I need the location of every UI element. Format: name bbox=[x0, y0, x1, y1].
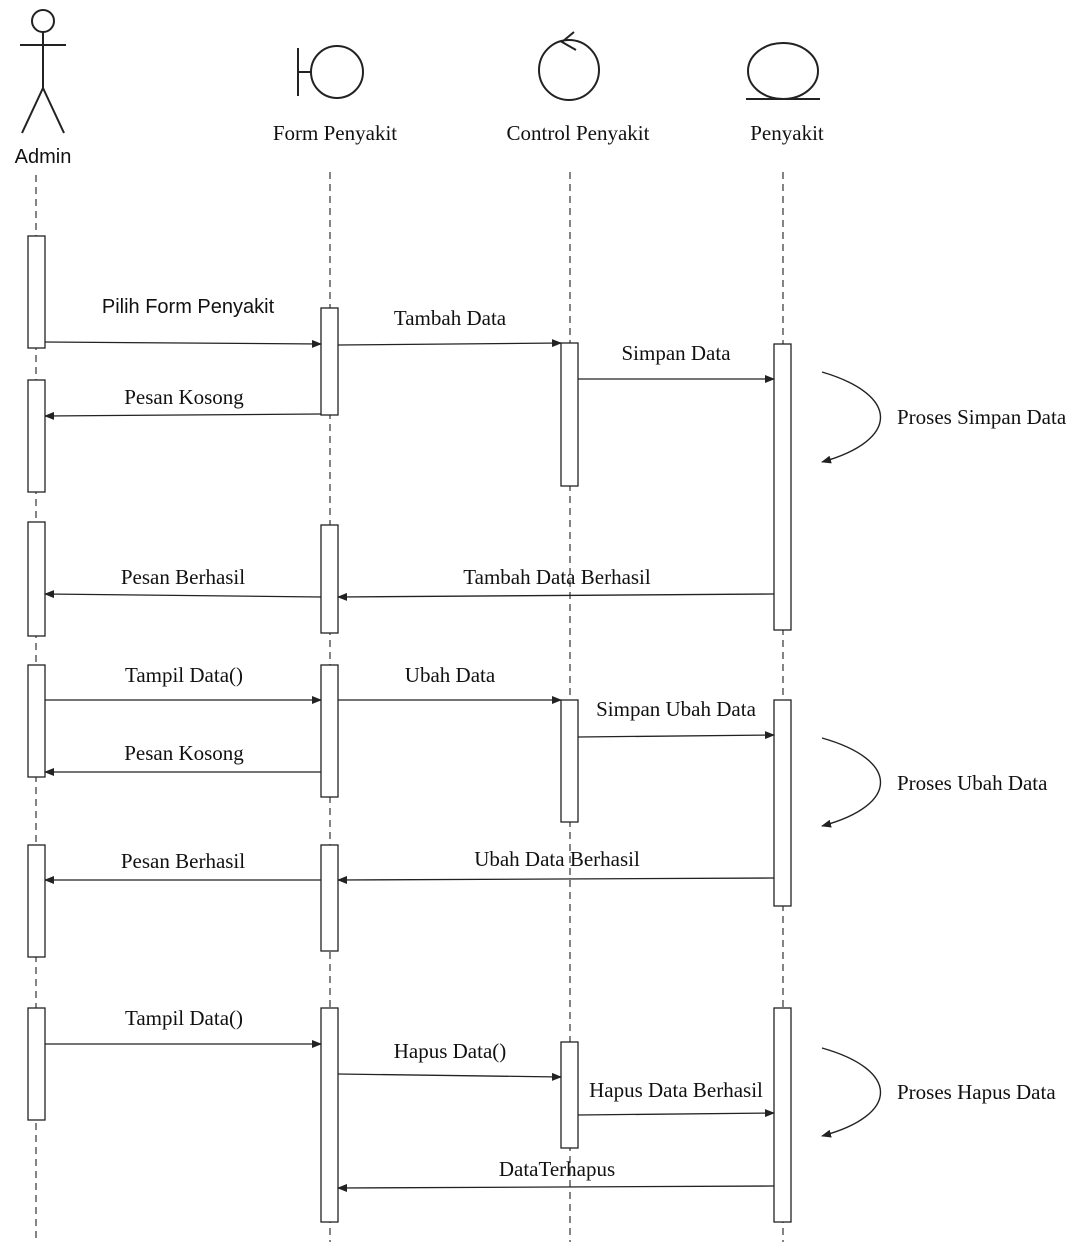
message-arrow bbox=[337, 1183, 775, 1192]
self-process-label: Proses Hapus Data bbox=[897, 1080, 1056, 1104]
activation-bar bbox=[773, 1007, 792, 1223]
control-icon bbox=[538, 31, 600, 101]
activation-bar bbox=[320, 524, 339, 634]
message-arrow bbox=[337, 875, 775, 884]
message-label: Hapus Data Berhasil bbox=[589, 1078, 763, 1102]
message-arrow bbox=[577, 731, 775, 740]
activation-bar bbox=[27, 664, 46, 778]
entity-icon bbox=[746, 42, 820, 100]
participant-label-control: Control Penyakit bbox=[507, 121, 650, 145]
self-process-arc bbox=[821, 737, 881, 828]
message-label: Pilih Form Penyakit bbox=[102, 296, 275, 318]
message-label: Pesan Berhasil bbox=[121, 565, 245, 589]
message-arrow bbox=[337, 339, 562, 348]
activation-bar bbox=[320, 307, 339, 416]
self-process-arc bbox=[821, 1047, 881, 1138]
message-label: Tampil Data() bbox=[125, 1006, 243, 1030]
message-label: Pesan Berhasil bbox=[121, 849, 245, 873]
activation-bar bbox=[27, 1007, 46, 1121]
message-label: Pesan Kosong bbox=[124, 741, 244, 765]
self-process-arc bbox=[821, 371, 881, 464]
participant-label-admin: Admin bbox=[15, 146, 72, 168]
activation-bar bbox=[27, 844, 46, 958]
message-label: Tambah Data Berhasil bbox=[463, 565, 651, 589]
message-label: Tampil Data() bbox=[125, 663, 243, 687]
message-arrow bbox=[44, 411, 322, 420]
self-process-label: Proses Simpan Data bbox=[897, 405, 1067, 429]
message-label: Ubah Data bbox=[405, 663, 496, 687]
activation-bar bbox=[320, 1007, 339, 1223]
activation-bar bbox=[560, 1041, 579, 1149]
message-label: DataTerhapus bbox=[499, 1157, 615, 1181]
activation-bar bbox=[320, 664, 339, 798]
message-label: Simpan Data bbox=[621, 341, 731, 365]
activation-bar bbox=[27, 379, 46, 493]
activation-bar bbox=[27, 235, 46, 349]
actor-icon bbox=[20, 9, 66, 134]
activation-bars bbox=[27, 235, 792, 1223]
message-label: Ubah Data Berhasil bbox=[474, 847, 640, 871]
self-process-label: Proses Ubah Data bbox=[897, 771, 1048, 795]
message-label: Tambah Data bbox=[394, 306, 507, 330]
activation-bar bbox=[320, 844, 339, 952]
message-arrow bbox=[44, 339, 322, 348]
message-arrow bbox=[44, 590, 322, 599]
activation-bar bbox=[560, 342, 579, 487]
participant-label-entity: Penyakit bbox=[750, 121, 824, 145]
participant-label-form: Form Penyakit bbox=[273, 121, 397, 145]
message-arrow bbox=[337, 1072, 562, 1081]
message-arrow bbox=[337, 592, 775, 601]
activation-bar bbox=[560, 699, 579, 823]
message-label: Simpan Ubah Data bbox=[596, 697, 756, 721]
boundary-icon bbox=[297, 45, 364, 99]
activation-bar bbox=[27, 521, 46, 637]
message-arrow bbox=[577, 1109, 775, 1118]
activation-bar bbox=[773, 343, 792, 631]
activation-bar bbox=[773, 699, 792, 907]
message-label: Hapus Data() bbox=[394, 1039, 507, 1063]
message-label: Pesan Kosong bbox=[124, 385, 244, 409]
